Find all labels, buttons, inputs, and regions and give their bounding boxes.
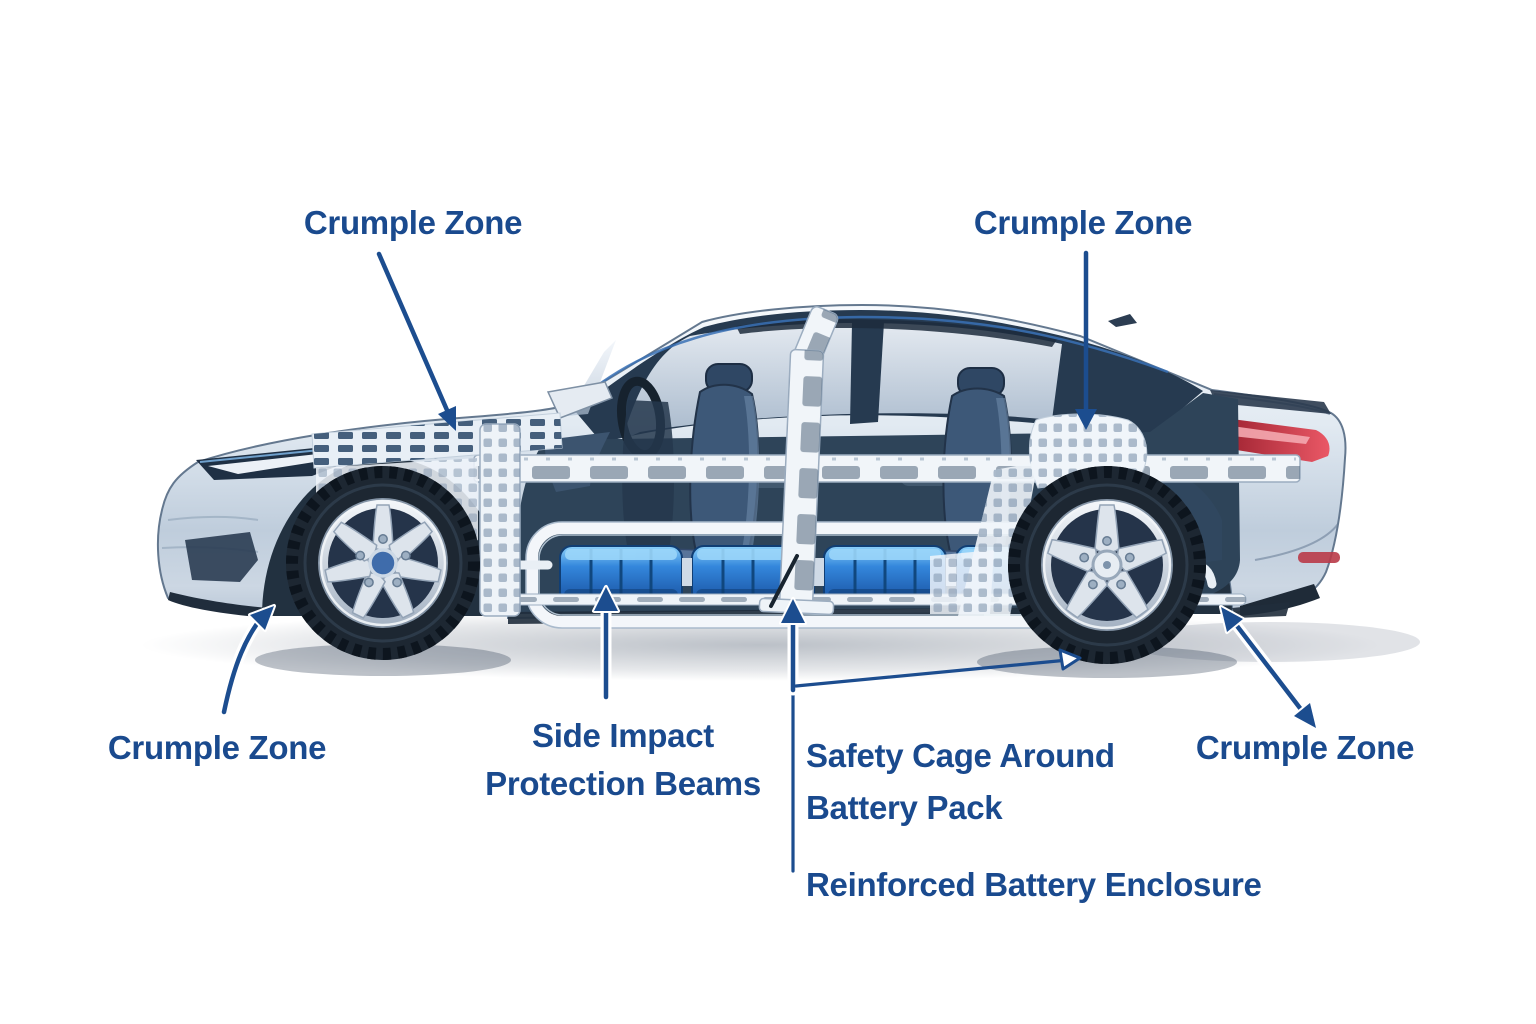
front-wheel bbox=[286, 466, 480, 660]
label-crumple-zone-front-top: Crumple Zone bbox=[303, 204, 523, 241]
label-safety-cage-line1: Safety Cage Around bbox=[806, 737, 1115, 774]
antenna-fin bbox=[1108, 314, 1137, 327]
label-reinforced-battery-enclosure: Reinforced Battery Enclosure bbox=[806, 866, 1262, 903]
arrow-crumple-front-top bbox=[376, 251, 456, 431]
label-side-impact-beams: Side Impact Protection Beams bbox=[485, 712, 761, 808]
label-crumple-zone-rear-top: Crumple Zone bbox=[973, 204, 1193, 241]
cage-column bbox=[758, 306, 839, 616]
side-impact-beam bbox=[473, 454, 1301, 483]
arrow-crumple-rear-bottom bbox=[1219, 605, 1318, 730]
rear-reflector bbox=[1298, 552, 1340, 563]
arrow-crumple-rear-top bbox=[1075, 250, 1097, 430]
label-crumple-zone-rear-bottom: Crumple Zone bbox=[1195, 729, 1415, 766]
arrow-side-impact-beams bbox=[592, 585, 620, 703]
label-crumple-zone-front-bottom: Crumple Zone bbox=[107, 729, 327, 766]
front-hub-cap bbox=[368, 548, 398, 578]
rear-rim-spokes bbox=[1046, 504, 1168, 619]
label-side-impact-line2: Protection Beams bbox=[485, 765, 761, 802]
front-air-intake bbox=[185, 532, 258, 582]
label-side-impact-line1: Side Impact bbox=[532, 717, 714, 754]
arrow-safety-cage-pointer bbox=[794, 648, 1082, 688]
roof-trim-stripe bbox=[565, 315, 1169, 413]
annotation-arrows bbox=[218, 250, 1318, 873]
arrow-battery-enclosure bbox=[779, 597, 807, 873]
rear-wheel bbox=[1008, 466, 1206, 664]
taillight bbox=[1224, 418, 1330, 462]
b-pillar bbox=[850, 322, 884, 424]
arrow-crumple-front-bottom bbox=[218, 604, 276, 718]
label-safety-cage-line2: Battery Pack bbox=[806, 789, 1003, 826]
label-safety-cage: Safety Cage Around Battery Pack bbox=[806, 730, 1115, 834]
cage-strut bbox=[769, 554, 799, 608]
rear-spoiler-edge bbox=[1210, 390, 1331, 414]
side-mirror bbox=[546, 381, 614, 419]
rear-crumple-structure bbox=[930, 413, 1148, 616]
